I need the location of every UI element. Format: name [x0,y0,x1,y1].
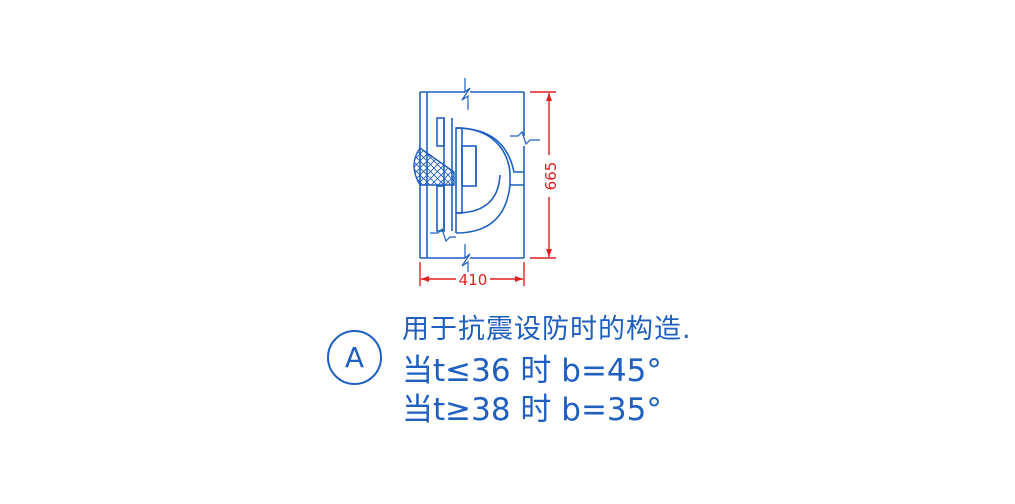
half-round-profile [455,127,524,234]
note-line-1: 用于抗震设防时的构造. [402,314,692,345]
weld-bead [413,147,455,186]
dimension-width [419,262,525,286]
break-symbols [430,78,540,272]
dimension-width-label: 410 [459,271,488,289]
dimension-height [530,91,556,259]
note-line-3: 当t≥38 时 b=35° [402,392,662,428]
detail-label-circle: A [327,330,382,385]
note-line-2: 当t≤36 时 b=45° [402,353,662,389]
dimension-height-label: 665 [542,162,560,191]
